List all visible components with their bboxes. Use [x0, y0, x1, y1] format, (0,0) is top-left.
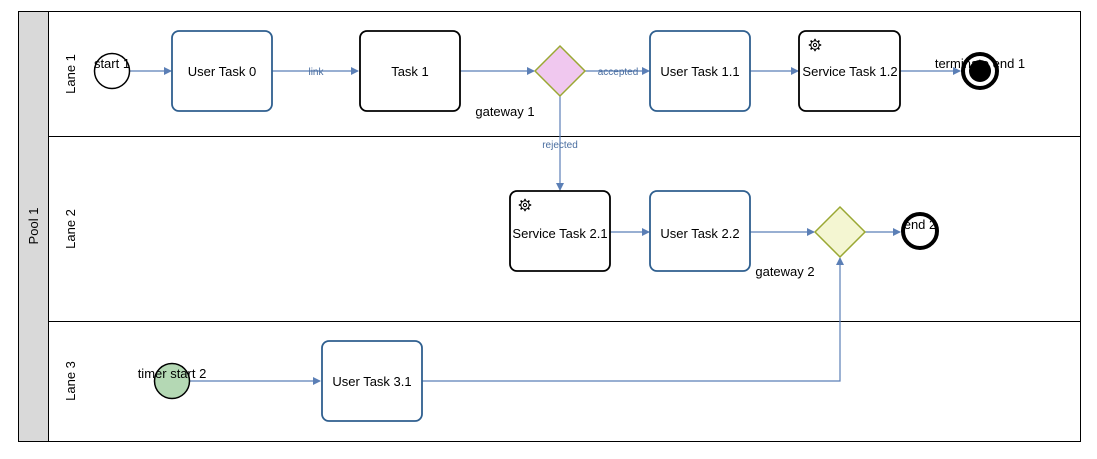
service-task-2-1-label: Service Task 2.1	[512, 226, 607, 241]
user-task-3-1-label: User Task 3.1	[332, 374, 411, 389]
flow-usertask31-gateway2[interactable]	[422, 257, 844, 382]
sequence-flows	[130, 67, 961, 385]
start-event-1[interactable]	[93, 52, 131, 90]
terminate-end-event-1[interactable]	[961, 52, 999, 90]
terminate-end-event-1-label: terminate end 1	[935, 56, 1025, 71]
lane-3-label: Lane 3	[63, 361, 78, 401]
user-task-3-1[interactable]: User Task 3.1	[321, 340, 423, 422]
user-task-2-2-label: User Task 2.2	[660, 226, 739, 241]
end-event-2[interactable]	[901, 212, 939, 250]
user-task-1-1[interactable]: User Task 1.1	[649, 30, 751, 112]
pool-label: Pool 1	[26, 208, 41, 245]
gateway-2[interactable]	[813, 205, 867, 259]
gateway-2-label: gateway 2	[755, 264, 814, 279]
gateway-1-label: gateway 1	[475, 104, 534, 119]
edge-label-rejected: rejected	[542, 140, 578, 151]
user-task-0-label: User Task 0	[188, 64, 256, 79]
user-task-0[interactable]: User Task 0	[171, 30, 273, 112]
timer-start-event-2[interactable]	[153, 362, 191, 400]
task-1[interactable]: Task 1	[359, 30, 461, 112]
lane-1-label: Lane 1	[63, 54, 78, 94]
edge-label-link: link	[308, 67, 324, 78]
service-task-1-2[interactable]: Service Task 1.2	[798, 30, 901, 112]
lane-3[interactable]: Lane 3	[48, 321, 1081, 442]
timer-start-event-2-label: timer start 2	[138, 366, 207, 381]
user-task-2-2[interactable]: User Task 2.2	[649, 190, 751, 272]
gateway-1[interactable]	[533, 44, 587, 98]
edge-label-accepted: accepted	[598, 67, 639, 78]
lane-2-label: Lane 2	[63, 209, 78, 249]
start-event-1-label: start 1	[94, 56, 130, 71]
end-event-2-label: end 2	[904, 217, 937, 232]
user-task-1-1-label: User Task 1.1	[660, 64, 739, 79]
service-task-2-1[interactable]: Service Task 2.1	[509, 190, 611, 272]
pool-header	[18, 11, 49, 442]
task-1-label: Task 1	[391, 64, 429, 79]
service-task-1-2-label: Service Task 1.2	[802, 64, 897, 79]
